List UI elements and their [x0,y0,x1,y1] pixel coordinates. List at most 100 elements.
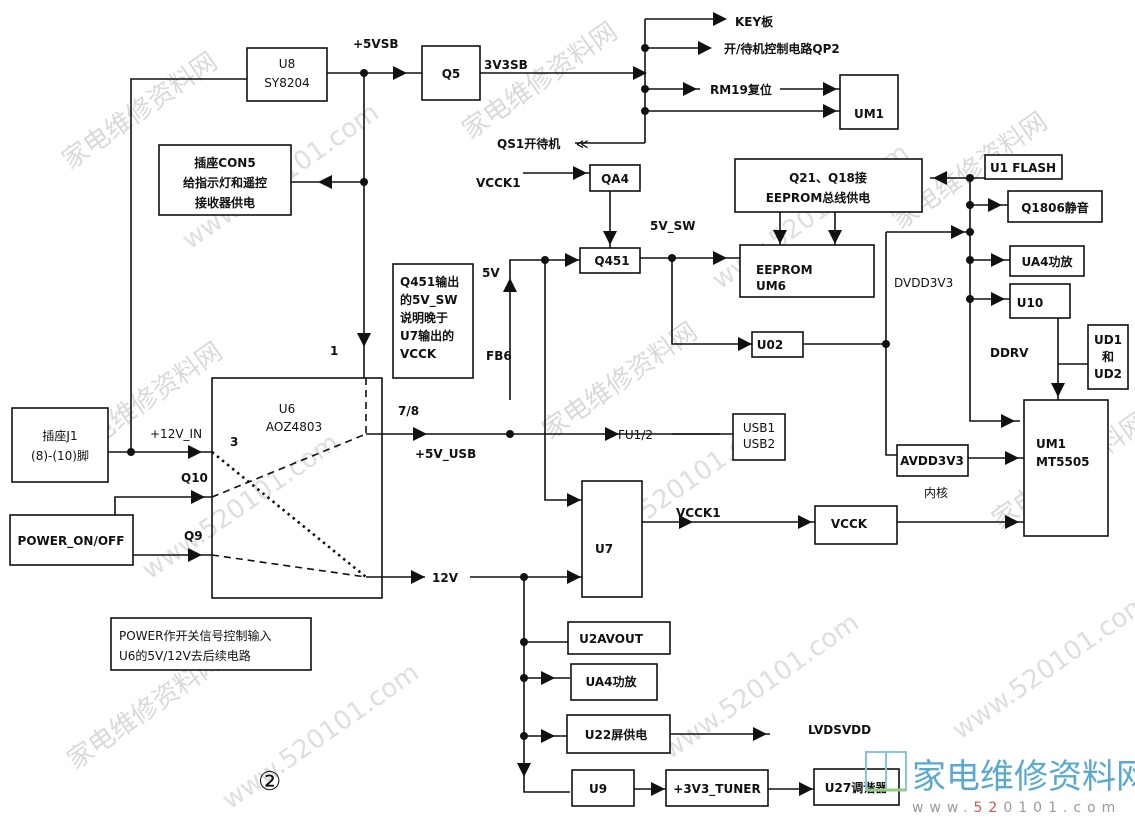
arrowhead-icon [603,231,617,245]
tuner-supply-label: +3V3_TUNER [673,782,760,797]
block-u2avout: U2AVOUT [567,621,671,655]
block-u9: U9 [571,769,635,807]
signal-ddrv: DDRV [990,346,1029,360]
arrowhead-icon [393,66,407,80]
u6-pin-1: 1 [330,344,338,358]
u2avout-label: U2AVOUT [579,632,644,646]
u6-label: U6 [279,402,295,416]
block-u6: U6 AOZ4803 [211,377,383,599]
arrowhead-icon [605,427,619,441]
arrowhead-icon [357,333,371,347]
arrowhead-icon [713,12,727,26]
logo-url: www.520101.com [912,800,1121,816]
block-q1806: Q1806静音 [1007,190,1103,223]
ud-and-label: 和 [1101,349,1114,364]
u8-label: U8 [279,57,295,71]
block-avdd3v3: AVDD3V3 [896,444,969,477]
note-power: POWER作开关信号控制输入 U6的5V/12V去后续电路 [110,617,312,671]
arrowhead-icon [565,253,579,267]
block-q451: Q451 [579,247,641,274]
block-u02: U02 [751,331,804,358]
watermark-cn: 家电维修资料网 [457,17,623,146]
u6-part-label: AOZ4803 [266,420,322,434]
arrowhead-icon [951,225,965,239]
ud2-label: UD2 [1094,367,1122,381]
u6-pin-3: 3 [230,435,238,449]
power-on-off-label: POWER_ON/OFF [18,534,125,549]
qa4-label: QA4 [601,172,629,186]
block-j1: 插座J1 (8)-(10)脚 [11,407,109,483]
signal-rm19-reset: RM19复位 [710,82,772,97]
block-u27: U27调谐器 [813,768,900,806]
note-power-line1: POWER作开关信号控制输入 [119,628,271,643]
mt5505-um1-label: UM1 [1036,437,1066,451]
j1-pins-label: (8)-(10)脚 [31,448,89,463]
arrowhead-icon [318,175,332,189]
signal-12v: 12V [432,571,459,585]
arrowhead-icon [411,570,425,584]
double-chevron-left-icon: ≪ [576,137,589,151]
arrowhead-icon [679,515,693,529]
block-vcck: VCCK [814,505,898,545]
block-u7: U7 [581,480,643,598]
block-eeprom-um6: EEPROM UM6 [739,244,875,298]
con5-desc-1: 给指示灯和遥控 [183,175,267,190]
signal-vcck1-out: VCCK1 [676,506,721,520]
um1-top-label: UM1 [854,107,884,121]
block-u1-flash: U1 FLASH [984,154,1063,180]
arrowhead-icon [541,729,555,743]
arrowhead-icon [1005,515,1019,529]
note-q451: Q451输出 的5V_SW 说明晚于 U7输出的 VCCK [392,263,474,379]
arrowhead-icon [567,570,581,584]
q451-label: Q451 [594,254,629,268]
mt5505-part-label: MT5505 [1036,455,1090,469]
vcck-label: VCCK [831,517,868,531]
usb1-label: USB1 [743,421,775,435]
signal-standby-control: 开/待机控制电路QP2 [724,41,840,56]
u1-flash-label: U1 FLASH [990,161,1056,175]
signal-5v-usb: +5V_USB [415,447,476,462]
watermark-url: www.520101.com [657,608,865,766]
block-usb: USB1 USB2 [732,413,786,461]
signal-q10: Q10 [181,471,208,485]
block-q21-q18: Q21、Q18接 EEPROM总线供电 [734,158,923,213]
block-ua4-top: UA4功放 [1009,245,1085,277]
u6-internal-paths [211,378,367,579]
arrowhead-icon [517,763,531,777]
arrowheads [188,12,1065,796]
signal-fu1-2: FU1/2 [618,428,653,442]
u9-label: U9 [589,782,607,796]
arrowhead-icon [188,445,202,459]
arrowhead-icon [823,104,837,118]
signal-lvdsvdd: LVDSVDD [808,723,871,737]
q21-label: Q21、Q18接 [789,170,867,185]
arrowhead-icon [573,166,587,180]
note-power-line2: U6的5V/12V去后续电路 [119,648,251,663]
arrowhead-icon [633,66,647,80]
arrowhead-icon [698,41,712,55]
usb2-label: USB2 [743,437,775,451]
logo-text: 家电维修资料网 [912,757,1135,797]
arrowhead-icon [1051,383,1065,397]
arrowhead-icon [1005,451,1019,465]
arrowhead-icon [738,337,752,351]
block-ud1-ud2: UD1 和 UD2 [1087,324,1129,390]
figure-number: ② [258,767,281,797]
um6-label: UM6 [756,279,786,293]
arrowhead-icon [933,171,947,185]
signal-qs1-standby: QS1开待机 [497,136,560,151]
arrowhead-icon [683,82,697,96]
ua4-bottom-label: UA4功放 [585,674,637,689]
signal-5vsb: +5VSB [353,37,398,51]
note-q451-line4: U7输出的 [400,328,454,343]
arrowhead-icon [823,82,837,96]
arrowhead-icon [988,198,1002,212]
arrowhead-icon [567,493,581,507]
arrowhead-icon [503,278,517,292]
u22-label: U22屏供电 [585,727,647,742]
signal-dvdd3v3: DVDD3V3 [894,276,953,290]
arrowhead-icon [799,782,813,796]
junction-nodes [127,44,974,740]
note-q451-line3: 说明晚于 [400,310,448,325]
